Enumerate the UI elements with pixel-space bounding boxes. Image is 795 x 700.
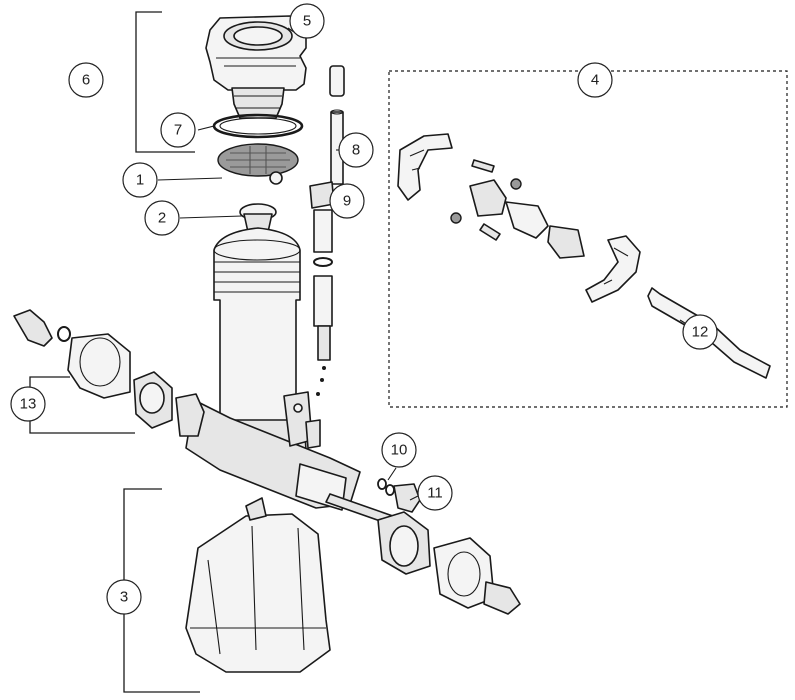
leader-2	[179, 215, 243, 219]
callout-10-label: 10	[391, 442, 408, 459]
right-outlet-assembly	[377, 511, 521, 615]
callout-8-label: 8	[352, 142, 360, 159]
part-8-tube	[329, 65, 345, 185]
callout-5: 5	[289, 3, 325, 39]
callout-2: 2	[144, 200, 180, 236]
part-5-lid	[205, 15, 307, 91]
assembly-4-saddle-clamp-left	[397, 133, 453, 201]
callout-9-label: 9	[343, 193, 351, 210]
callout-3: 3	[106, 579, 142, 615]
assembly-4-valve-body	[469, 179, 585, 259]
assembly-4-saddle-clamp-right	[585, 235, 641, 303]
part-3-base-stand	[185, 497, 331, 673]
side-valve-block	[283, 391, 321, 449]
callout-6-label: 6	[82, 72, 90, 89]
leader-1	[157, 177, 223, 181]
part-7-oring-inner	[219, 117, 297, 135]
callout-1: 1	[122, 162, 158, 198]
assembly-4-screws	[450, 159, 522, 241]
callout-9: 9	[329, 183, 365, 219]
leader-11	[409, 495, 419, 501]
part-13-inlet-assembly	[13, 309, 205, 437]
callout-4: 4	[577, 62, 613, 98]
callout-13-label: 13	[20, 396, 37, 413]
part-9-injector-column	[309, 181, 335, 361]
callout-7: 7	[160, 112, 196, 148]
callout-10: 10	[381, 432, 417, 468]
part-11-check-valve	[393, 483, 421, 513]
callout-3-label: 3	[120, 589, 128, 606]
callout-12-label: 12	[692, 324, 709, 341]
callout-1-label: 1	[136, 172, 144, 189]
callout-5-label: 5	[303, 13, 311, 30]
callout-4-label: 4	[591, 72, 599, 89]
part-1-strainer-disc	[217, 143, 299, 185]
callout-2-label: 2	[158, 210, 166, 227]
injector-dots	[316, 366, 326, 396]
part-6-neck-assembly	[231, 87, 285, 119]
callout-13: 13	[10, 386, 46, 422]
leader-7	[197, 125, 215, 131]
bracket-6	[135, 11, 195, 153]
callout-6: 6	[68, 62, 104, 98]
callout-11-label: 11	[427, 485, 443, 502]
part-10-oring-pair	[377, 478, 395, 496]
callout-7-label: 7	[174, 122, 182, 139]
callout-8: 8	[338, 132, 374, 168]
callout-12: 12	[682, 314, 718, 350]
callout-11: 11	[417, 475, 453, 511]
leader-10	[387, 467, 397, 481]
part-2-top-fitting	[239, 203, 277, 233]
